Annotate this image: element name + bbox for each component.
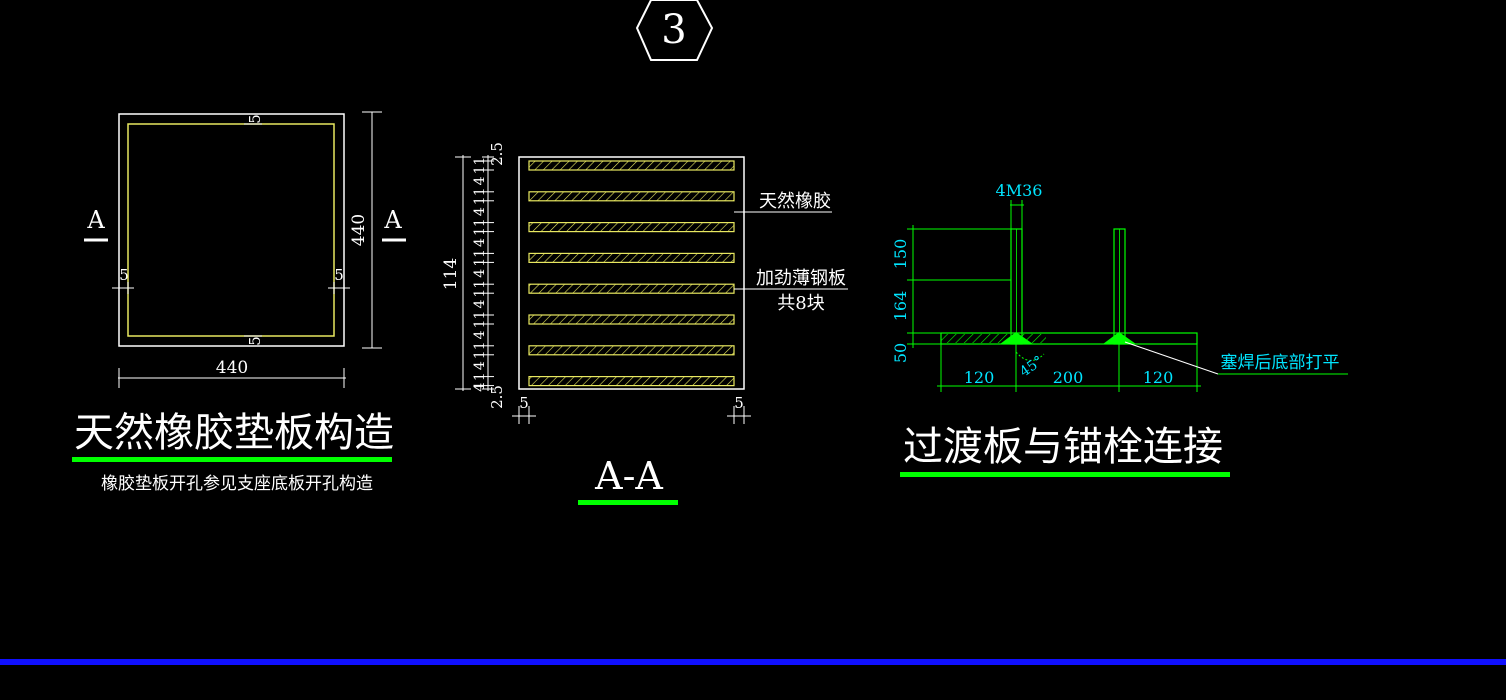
layer-dim-label: 11 <box>472 157 488 175</box>
drawing-border-line <box>0 659 1506 665</box>
dim-50: 50 <box>891 343 910 363</box>
layer-dim-label: 11 <box>472 249 488 267</box>
dim-164: 164 <box>891 291 910 322</box>
dim-bottom-2-5: 2.5 <box>488 385 506 409</box>
layer-dim-label: 11 <box>472 187 488 205</box>
label-plate: 加劲薄钢板 <box>756 268 846 289</box>
section-mark-right: A <box>383 206 402 234</box>
layer-dim-label: 11 <box>472 218 488 236</box>
dim-right-440: 440 <box>349 214 369 246</box>
right-title: 过渡板与锚栓连接 <box>903 424 1223 470</box>
rubber-pad-plan: A A 440 440 5 5 5 5 天然橡胶垫板构造 橡胶垫板开孔参见支座底… <box>72 111 406 494</box>
dim-120-left: 120 <box>964 368 995 387</box>
plate-hatch <box>941 334 1046 343</box>
angle-45: 45° <box>1017 353 1047 380</box>
steel-plate <box>528 222 735 233</box>
weld-right <box>1103 332 1136 344</box>
right-title-underline <box>900 472 1230 477</box>
steel-plate <box>528 376 735 387</box>
steel-plate <box>528 160 735 171</box>
steel-plate <box>528 345 735 356</box>
layer-dim-label: 11 <box>472 280 488 298</box>
label-plate-count: 共8块 <box>777 293 824 314</box>
dim-150: 150 <box>891 239 910 270</box>
steel-plate <box>528 191 735 202</box>
steel-plate <box>528 283 735 294</box>
dim-top-2-5: 2.5 <box>488 142 506 166</box>
layer-dim-label: 4 <box>472 300 488 309</box>
pad-outer-outline <box>118 113 345 347</box>
middle-title: A-A <box>594 454 663 498</box>
steel-plate <box>528 252 735 263</box>
dim-total-114: 114 <box>441 258 461 290</box>
dim-bottom-440: 440 <box>216 358 248 378</box>
layer-dim-label: 4 <box>472 383 488 392</box>
detail-badge: 3 <box>635 0 714 61</box>
transition-plate-detail: 4M36 150 164 50 120 200 120 45° 塞焊后底部打平 … <box>891 181 1348 477</box>
left-title: 天然橡胶垫板构造 <box>74 410 394 456</box>
dim-top-5: 5 <box>246 114 264 124</box>
section-outline <box>518 156 745 390</box>
dim-bottom-5: 5 <box>246 336 264 346</box>
dim-120-right: 120 <box>1143 368 1174 387</box>
left-note: 橡胶垫板开孔参见支座底板开孔构造 <box>101 474 373 494</box>
layer-dim-label: 4 <box>472 176 488 185</box>
label-rubber: 天然橡胶 <box>759 191 831 212</box>
layer-dim-label: 4 <box>472 207 488 216</box>
layer-dim-label: 11 <box>472 372 488 390</box>
pad-inner-outline <box>127 123 335 337</box>
badge-number: 3 <box>661 7 686 53</box>
weld-left <box>1000 332 1033 344</box>
left-title-underline <box>72 457 392 462</box>
weld-note: 塞焊后底部打平 <box>1221 353 1340 373</box>
dim-200: 200 <box>1053 368 1084 387</box>
dim-left-5: 5 <box>119 266 129 284</box>
layer-dim-label: 4 <box>472 238 488 247</box>
steel-plate <box>528 314 735 325</box>
layer-dim-label: 11 <box>472 341 488 359</box>
section-mark-left: A <box>86 206 105 234</box>
badge-hexagon <box>635 0 714 61</box>
layer-dim-label: 4 <box>472 330 488 339</box>
dim-side-5-right: 5 <box>734 394 744 412</box>
layer-dim-label: 11 <box>472 311 488 329</box>
bolt-label: 4M36 <box>996 181 1043 200</box>
dim-side-5-left: 5 <box>519 394 529 412</box>
middle-title-underline <box>578 500 678 505</box>
layer-dim-label: 4 <box>472 269 488 278</box>
steel-plates <box>528 160 735 387</box>
layer-dim-label: 4 <box>472 361 488 370</box>
dim-right-5: 5 <box>334 266 344 284</box>
